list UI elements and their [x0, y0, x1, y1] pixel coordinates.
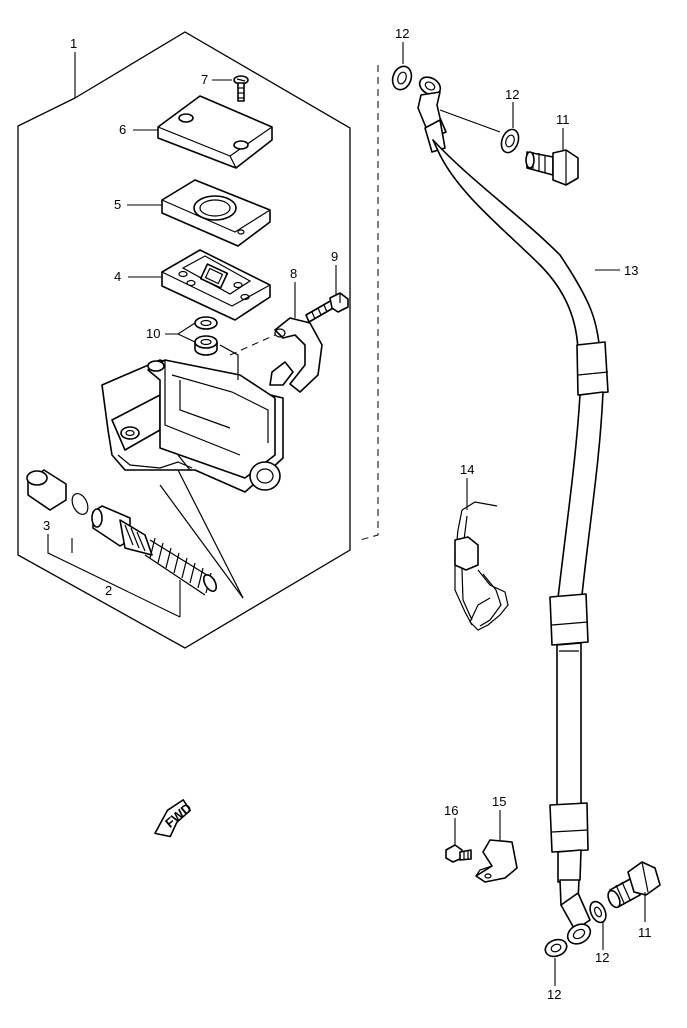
part-16-screw — [445, 844, 472, 863]
callout-4: 4 — [114, 269, 121, 284]
master-cylinder-body — [101, 344, 284, 493]
part-10-washers — [194, 316, 218, 356]
callout-16: 16 — [444, 803, 458, 818]
callout-12-bottom-left: 12 — [547, 987, 561, 1002]
callout-1: 1 — [70, 36, 77, 51]
callout-7: 7 — [201, 72, 208, 87]
callout-8: 8 — [290, 266, 297, 281]
callout-10: 10 — [146, 326, 160, 341]
part-8-clamp — [269, 317, 323, 393]
part-4-diaphragm — [161, 249, 271, 321]
part-11-union-bolt-top — [525, 149, 579, 186]
part-7-screw — [233, 75, 249, 102]
callout-12-top-right: 12 — [505, 87, 519, 102]
fwd-direction-arrow: FWD — [154, 799, 194, 838]
part-5-diaphragm-plate — [161, 179, 271, 247]
part-12-washer-bottom-right — [589, 900, 607, 924]
part-13-brake-hose — [417, 76, 609, 945]
callout-3: 3 — [43, 518, 50, 533]
leader-lines — [47, 42, 646, 986]
callout-12-top-left: 12 — [395, 26, 409, 41]
part-3-boot — [26, 469, 67, 511]
part-12-washer-top-right — [500, 128, 520, 154]
callout-11-bottom: 11 — [638, 925, 652, 940]
part-6-reservoir-cap — [157, 95, 273, 169]
fwd-label: FWD — [162, 800, 194, 831]
part-15-clamp — [475, 839, 518, 883]
callout-13: 13 — [624, 263, 638, 278]
callout-11-top: 11 — [556, 112, 570, 127]
callout-6: 6 — [119, 122, 126, 137]
callout-2: 2 — [105, 583, 112, 598]
part-2-piston — [91, 505, 153, 556]
part-12-washer-bottom-left — [544, 938, 568, 958]
callout-12-bottom-right: 12 — [595, 950, 609, 965]
callout-numbers: 1 2 3 4 5 6 7 8 9 10 11 11 12 12 12 12 1… — [43, 26, 652, 1002]
part-2-spring — [144, 537, 218, 596]
part-12-washer-top-left — [391, 65, 413, 91]
callout-14: 14 — [460, 462, 474, 477]
part-11-union-bolt-bottom — [607, 861, 661, 909]
assembly-frame — [17, 31, 351, 649]
part-14-hose-guide — [454, 501, 509, 631]
part-2-circlip — [71, 493, 89, 515]
callout-9: 9 — [331, 249, 338, 264]
callout-5: 5 — [114, 197, 121, 212]
callout-15: 15 — [492, 794, 506, 809]
part-9-bolt — [305, 292, 349, 323]
